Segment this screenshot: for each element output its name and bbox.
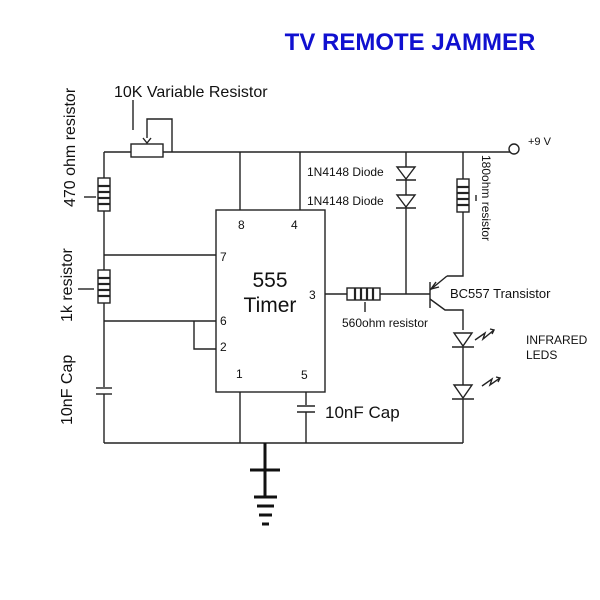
transistor-label: BC557 Transistor bbox=[450, 286, 551, 301]
variable-resistor-label: 10K Variable Resistor bbox=[114, 84, 268, 101]
diode-2 bbox=[395, 194, 417, 209]
wire-pin2 bbox=[193, 321, 216, 350]
infrared-led-2 bbox=[452, 376, 502, 400]
ground-symbol bbox=[250, 443, 280, 526]
variable-resistor bbox=[130, 100, 173, 158]
supply-terminal bbox=[508, 143, 520, 155]
wire-emitter bbox=[447, 212, 464, 277]
pin-1: 1 bbox=[236, 367, 243, 381]
pin-4: 4 bbox=[291, 218, 298, 232]
resistor-180-label: 180ohm resistor bbox=[479, 155, 493, 241]
pin-6: 6 bbox=[220, 314, 227, 328]
diagram-title: TV REMOTE JAMMER bbox=[285, 29, 536, 56]
pin-7: 7 bbox=[220, 250, 227, 264]
resistor-1k bbox=[78, 269, 111, 304]
supply-label: +9 V bbox=[528, 136, 552, 148]
resistor-470-ohm bbox=[84, 177, 111, 212]
timer-name-line1: 555 bbox=[252, 269, 287, 292]
capacitor-pin5 bbox=[297, 405, 315, 413]
resistor-560-label: 560ohm resistor bbox=[342, 316, 428, 330]
leds-label-line2: LEDS bbox=[526, 348, 557, 362]
capacitor-pin5-label: 10nF Cap bbox=[325, 403, 400, 422]
diode-1-label: 1N4148 Diode bbox=[307, 165, 384, 179]
pin-8: 8 bbox=[238, 218, 245, 232]
transistor-bc557 bbox=[429, 275, 464, 330]
resistor-180-ohm bbox=[456, 178, 477, 213]
timer-555-chip bbox=[215, 209, 326, 393]
resistor-470-label: 470 ohm resistor bbox=[62, 87, 79, 207]
capacitor-left bbox=[96, 387, 112, 395]
resistor-560-ohm bbox=[346, 287, 381, 312]
resistor-1k-label: 1k resistor bbox=[59, 248, 76, 322]
pin-3: 3 bbox=[309, 288, 316, 302]
diode-1 bbox=[395, 166, 417, 181]
diode-2-label: 1N4148 Diode bbox=[307, 194, 384, 208]
timer-name-line2: Timer bbox=[244, 294, 297, 317]
leds-label-line1: INFRARED bbox=[526, 333, 588, 347]
pin-2: 2 bbox=[220, 340, 227, 354]
infrared-led-1 bbox=[452, 328, 496, 348]
pin-5: 5 bbox=[301, 368, 308, 382]
capacitor-left-label: 10nF Cap bbox=[59, 355, 76, 425]
